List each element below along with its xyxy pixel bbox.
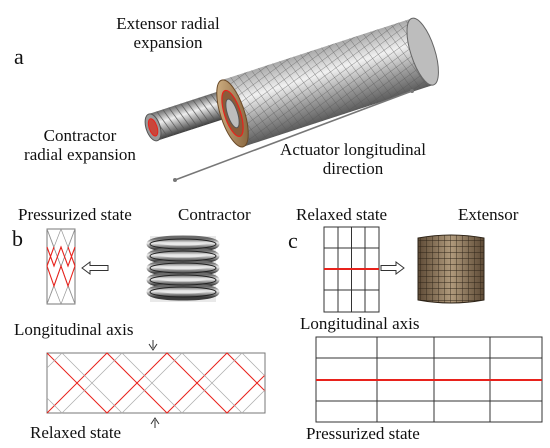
arrow-pressurized-to-contractor bbox=[81, 261, 109, 275]
longitudinal-label-line1: Actuator longitudinal bbox=[280, 140, 426, 159]
contractor-coil-image bbox=[146, 235, 220, 302]
extensor-title-label: Extensor bbox=[458, 205, 519, 224]
contractor-label-line2: radial expansion bbox=[24, 145, 136, 164]
contractor-radial-expansion-label: Contractor radial expansion bbox=[12, 126, 148, 164]
extensor-pressurized-state-label: Pressurized state bbox=[306, 424, 420, 443]
extensor-pressurized-diagram bbox=[315, 336, 543, 423]
arrow-relaxed-to-extensor bbox=[380, 261, 405, 275]
longitudinal-label-line2: direction bbox=[322, 159, 384, 178]
actuator-3d-drawing bbox=[144, 17, 439, 182]
panel-letter-a: a bbox=[14, 44, 24, 69]
extensor-longitudinal-axis-label: Longitudinal axis bbox=[300, 314, 420, 333]
longitudinal-direction-line bbox=[174, 90, 413, 181]
extensor-label-line1: Extensor radial bbox=[116, 14, 220, 33]
contractor-relaxed-state-label: Relaxed state bbox=[30, 423, 122, 442]
extensor-relaxed-diagram bbox=[323, 226, 380, 313]
contractor-pressurized-diagram bbox=[46, 228, 76, 305]
contractor-title-label: Contractor bbox=[178, 205, 251, 224]
contractor-longitudinal-axis-label: Longitudinal axis bbox=[14, 320, 134, 339]
panel-letter-b: b bbox=[12, 226, 23, 251]
contractor-relaxed-diagram bbox=[46, 340, 266, 428]
actuator-longitudinal-direction-label: Actuator longitudinal direction bbox=[268, 140, 438, 178]
extensor-label-line2: expansion bbox=[133, 33, 203, 52]
extensor-relaxed-state-label: Relaxed state bbox=[296, 205, 388, 224]
extensor-barrel-image bbox=[417, 234, 485, 304]
extensor-cylinder bbox=[216, 17, 439, 148]
contractor-pressurized-state-label: Pressurized state bbox=[18, 205, 132, 224]
extensor-radial-expansion-label: Extensor radial expansion bbox=[98, 14, 238, 52]
contractor-label-line1: Contractor bbox=[43, 126, 117, 145]
panel-letter-c: c bbox=[288, 228, 298, 253]
